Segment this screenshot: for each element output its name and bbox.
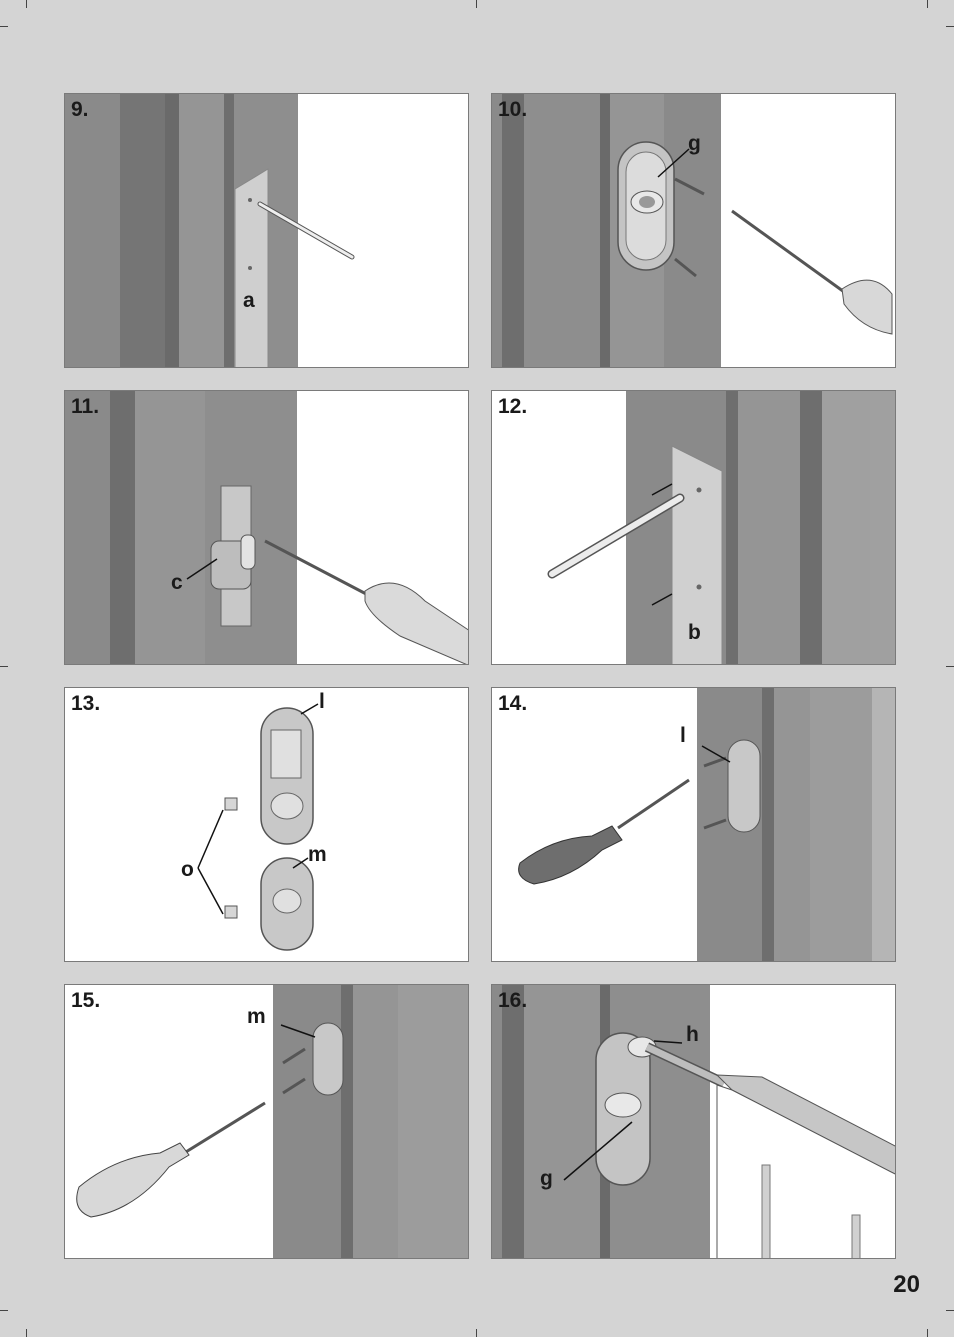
crop-mark [476, 0, 477, 8]
crop-mark [476, 1329, 477, 1337]
part-label-m: m [247, 1005, 266, 1029]
step-number: 13. [71, 692, 100, 716]
step-number: 9. [71, 98, 89, 122]
part-label-l: l [680, 724, 686, 748]
crop-mark [946, 26, 954, 27]
crop-mark [927, 1329, 928, 1337]
step-12-panel: 12. b [491, 390, 896, 665]
part-label-o: o [181, 858, 194, 882]
step-9-illustration [65, 94, 469, 368]
step-9-panel: 9. a [64, 93, 469, 368]
part-label-c: c [171, 571, 183, 595]
part-label-g: g [688, 132, 701, 156]
step-11-illustration [65, 391, 469, 665]
page-number: 20 [893, 1271, 920, 1299]
crop-mark [946, 666, 954, 667]
part-label-l: l [319, 690, 325, 714]
crop-mark [0, 666, 8, 667]
step-14-panel: 14. l [491, 687, 896, 962]
crop-mark [927, 0, 928, 8]
part-label-g: g [540, 1167, 553, 1191]
crop-mark [26, 1329, 27, 1337]
step-14-illustration [492, 688, 896, 962]
part-label-b: b [688, 621, 701, 645]
step-13-illustration [65, 688, 469, 962]
part-label-m: m [308, 843, 327, 867]
crop-mark [0, 26, 8, 27]
step-10-panel: 10. g [491, 93, 896, 368]
part-label-a: a [243, 289, 255, 313]
step-15-illustration [65, 985, 469, 1259]
step-number: 10. [498, 98, 527, 122]
step-11-panel: 11. c [64, 390, 469, 665]
part-label-h: h [686, 1023, 699, 1047]
step-15-panel: 15. m [64, 984, 469, 1259]
step-number: 11. [71, 395, 99, 419]
step-number: 16. [498, 989, 527, 1013]
step-13-panel: 13. l m o [64, 687, 469, 962]
step-16-panel: 16. h g [491, 984, 896, 1259]
step-number: 15. [71, 989, 100, 1013]
step-number: 14. [498, 692, 527, 716]
crop-mark [26, 0, 27, 8]
crop-mark [0, 1310, 8, 1311]
step-number: 12. [498, 395, 527, 419]
crop-mark [946, 1310, 954, 1311]
